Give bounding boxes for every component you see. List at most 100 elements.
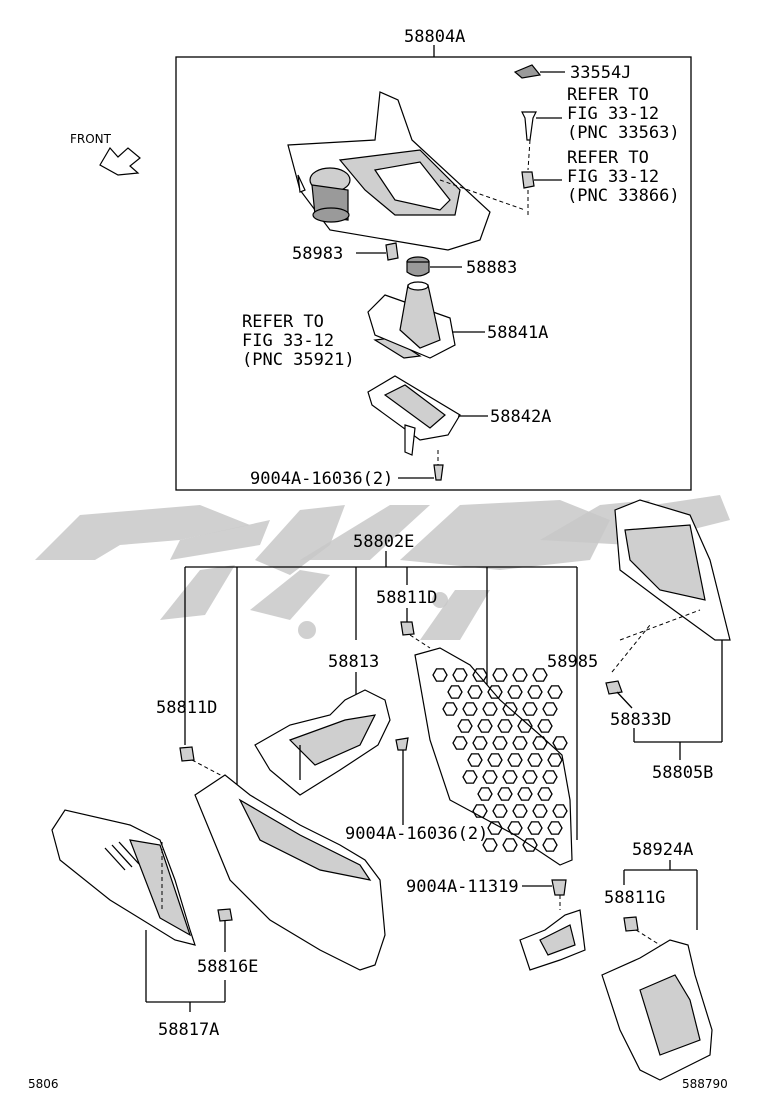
net-cell: [442, 702, 458, 716]
net-cell: [467, 685, 483, 699]
net-cell: [507, 685, 523, 699]
label-58811d-b: 58811D: [376, 588, 437, 608]
net-cell: [482, 770, 498, 784]
net-cell: [482, 702, 498, 716]
net-cell: [547, 753, 563, 767]
net-cell: [532, 804, 548, 818]
front-arrow-icon: [99, 146, 141, 176]
refer-1-line-3: (PNC 33563): [567, 123, 680, 143]
label-58817a: 58817A: [158, 1020, 219, 1040]
net-cell: [502, 838, 518, 852]
net-cell: [512, 668, 528, 682]
refer-1-line-2: FIG 33-12: [567, 104, 659, 124]
console-upper-panel: [287, 91, 526, 251]
net-cell: [517, 787, 533, 801]
net-cell: [512, 736, 528, 750]
screw-top: [433, 464, 444, 481]
footer-right: 588790: [682, 1077, 728, 1091]
net-cell: [542, 702, 558, 716]
console-body-left: [194, 774, 386, 971]
net-cell: [452, 736, 468, 750]
clip-58816e: [217, 908, 233, 922]
net-cell: [537, 719, 553, 733]
net-cell: [467, 753, 483, 767]
label-58883: 58883: [466, 258, 517, 278]
net-cell: [522, 702, 538, 716]
clip-33866: [521, 171, 535, 189]
label-58983: 58983: [292, 244, 343, 264]
label-58811d-a: 58811D: [156, 698, 217, 718]
net-cell: [532, 668, 548, 682]
shift-boot-58841a: [367, 281, 456, 359]
label-9004a-16036-top: 9004A-16036(2): [250, 469, 393, 489]
lid-58817a: [51, 809, 196, 946]
net-cell: [507, 821, 523, 835]
net-cell: [517, 719, 533, 733]
refer-2-line-2: FIG 33-12: [567, 167, 659, 187]
label-58816e: 58816E: [197, 957, 258, 977]
net-cell: [452, 668, 468, 682]
net-cell: [552, 804, 568, 818]
net-cell: [487, 685, 503, 699]
clip-58983: [385, 242, 399, 261]
net-cell: [472, 736, 488, 750]
net-cell: [497, 787, 513, 801]
net-cell: [507, 753, 523, 767]
net-panel-58985: [414, 647, 573, 866]
net-cell: [537, 787, 553, 801]
label-front: FRONT: [70, 132, 112, 146]
net-cell: [487, 753, 503, 767]
label-33554j: 33554J: [570, 63, 631, 83]
net-cell: [542, 838, 558, 852]
net-cell: [487, 821, 503, 835]
label-58805b: 58805B: [652, 763, 713, 783]
net-cell: [477, 719, 493, 733]
label-58813: 58813: [328, 652, 379, 672]
clip-58811d-b: [400, 621, 415, 636]
refer-1-line-1: REFER TO: [567, 85, 649, 105]
clip-58811d-a: [179, 746, 195, 762]
net-cell: [472, 804, 488, 818]
net-cell: [547, 821, 563, 835]
watermark-logo: [35, 495, 730, 640]
net-cell: [527, 753, 543, 767]
net-cell: [457, 719, 473, 733]
net-cell: [477, 787, 493, 801]
net-cell: [552, 736, 568, 750]
footer-left: 5806: [28, 1077, 59, 1091]
net-cell: [522, 838, 538, 852]
net-cell: [462, 770, 478, 784]
net-cell: [492, 668, 508, 682]
clip-58833d: [605, 680, 623, 695]
trim-58924a: [601, 939, 713, 1081]
label-58842a: 58842A: [490, 407, 551, 427]
bracket-lower: [519, 909, 586, 971]
net-cell: [527, 821, 543, 835]
refer-3-line-2: FIG 33-12: [242, 331, 334, 351]
screw-11319: [551, 879, 567, 896]
label-58985: 58985: [547, 652, 598, 672]
label-58802e: 58802E: [353, 532, 414, 552]
label-58924a: 58924A: [632, 840, 693, 860]
refer-3-line-1: REFER TO: [242, 312, 324, 332]
label-58833d: 58833D: [610, 710, 671, 730]
bracket-58813: [254, 689, 391, 796]
net-cell: [542, 770, 558, 784]
refer-3-line-3: (PNC 35921): [242, 350, 355, 370]
side-panel-58805b: [611, 499, 731, 673]
net-cell: [502, 702, 518, 716]
refer-2-line-3: (PNC 33866): [567, 186, 680, 206]
label-58841a: 58841A: [487, 323, 548, 343]
clip-33554j: [513, 64, 542, 79]
label-58811g: 58811G: [604, 888, 665, 908]
net-cell: [502, 770, 518, 784]
net-cell: [462, 702, 478, 716]
net-cell: [497, 719, 513, 733]
knob-58883: [406, 256, 430, 277]
net-cell: [527, 685, 543, 699]
net-cell: [547, 685, 563, 699]
net-cell: [532, 736, 548, 750]
screw-mid: [395, 737, 409, 751]
label-58804a: 58804A: [404, 27, 465, 47]
